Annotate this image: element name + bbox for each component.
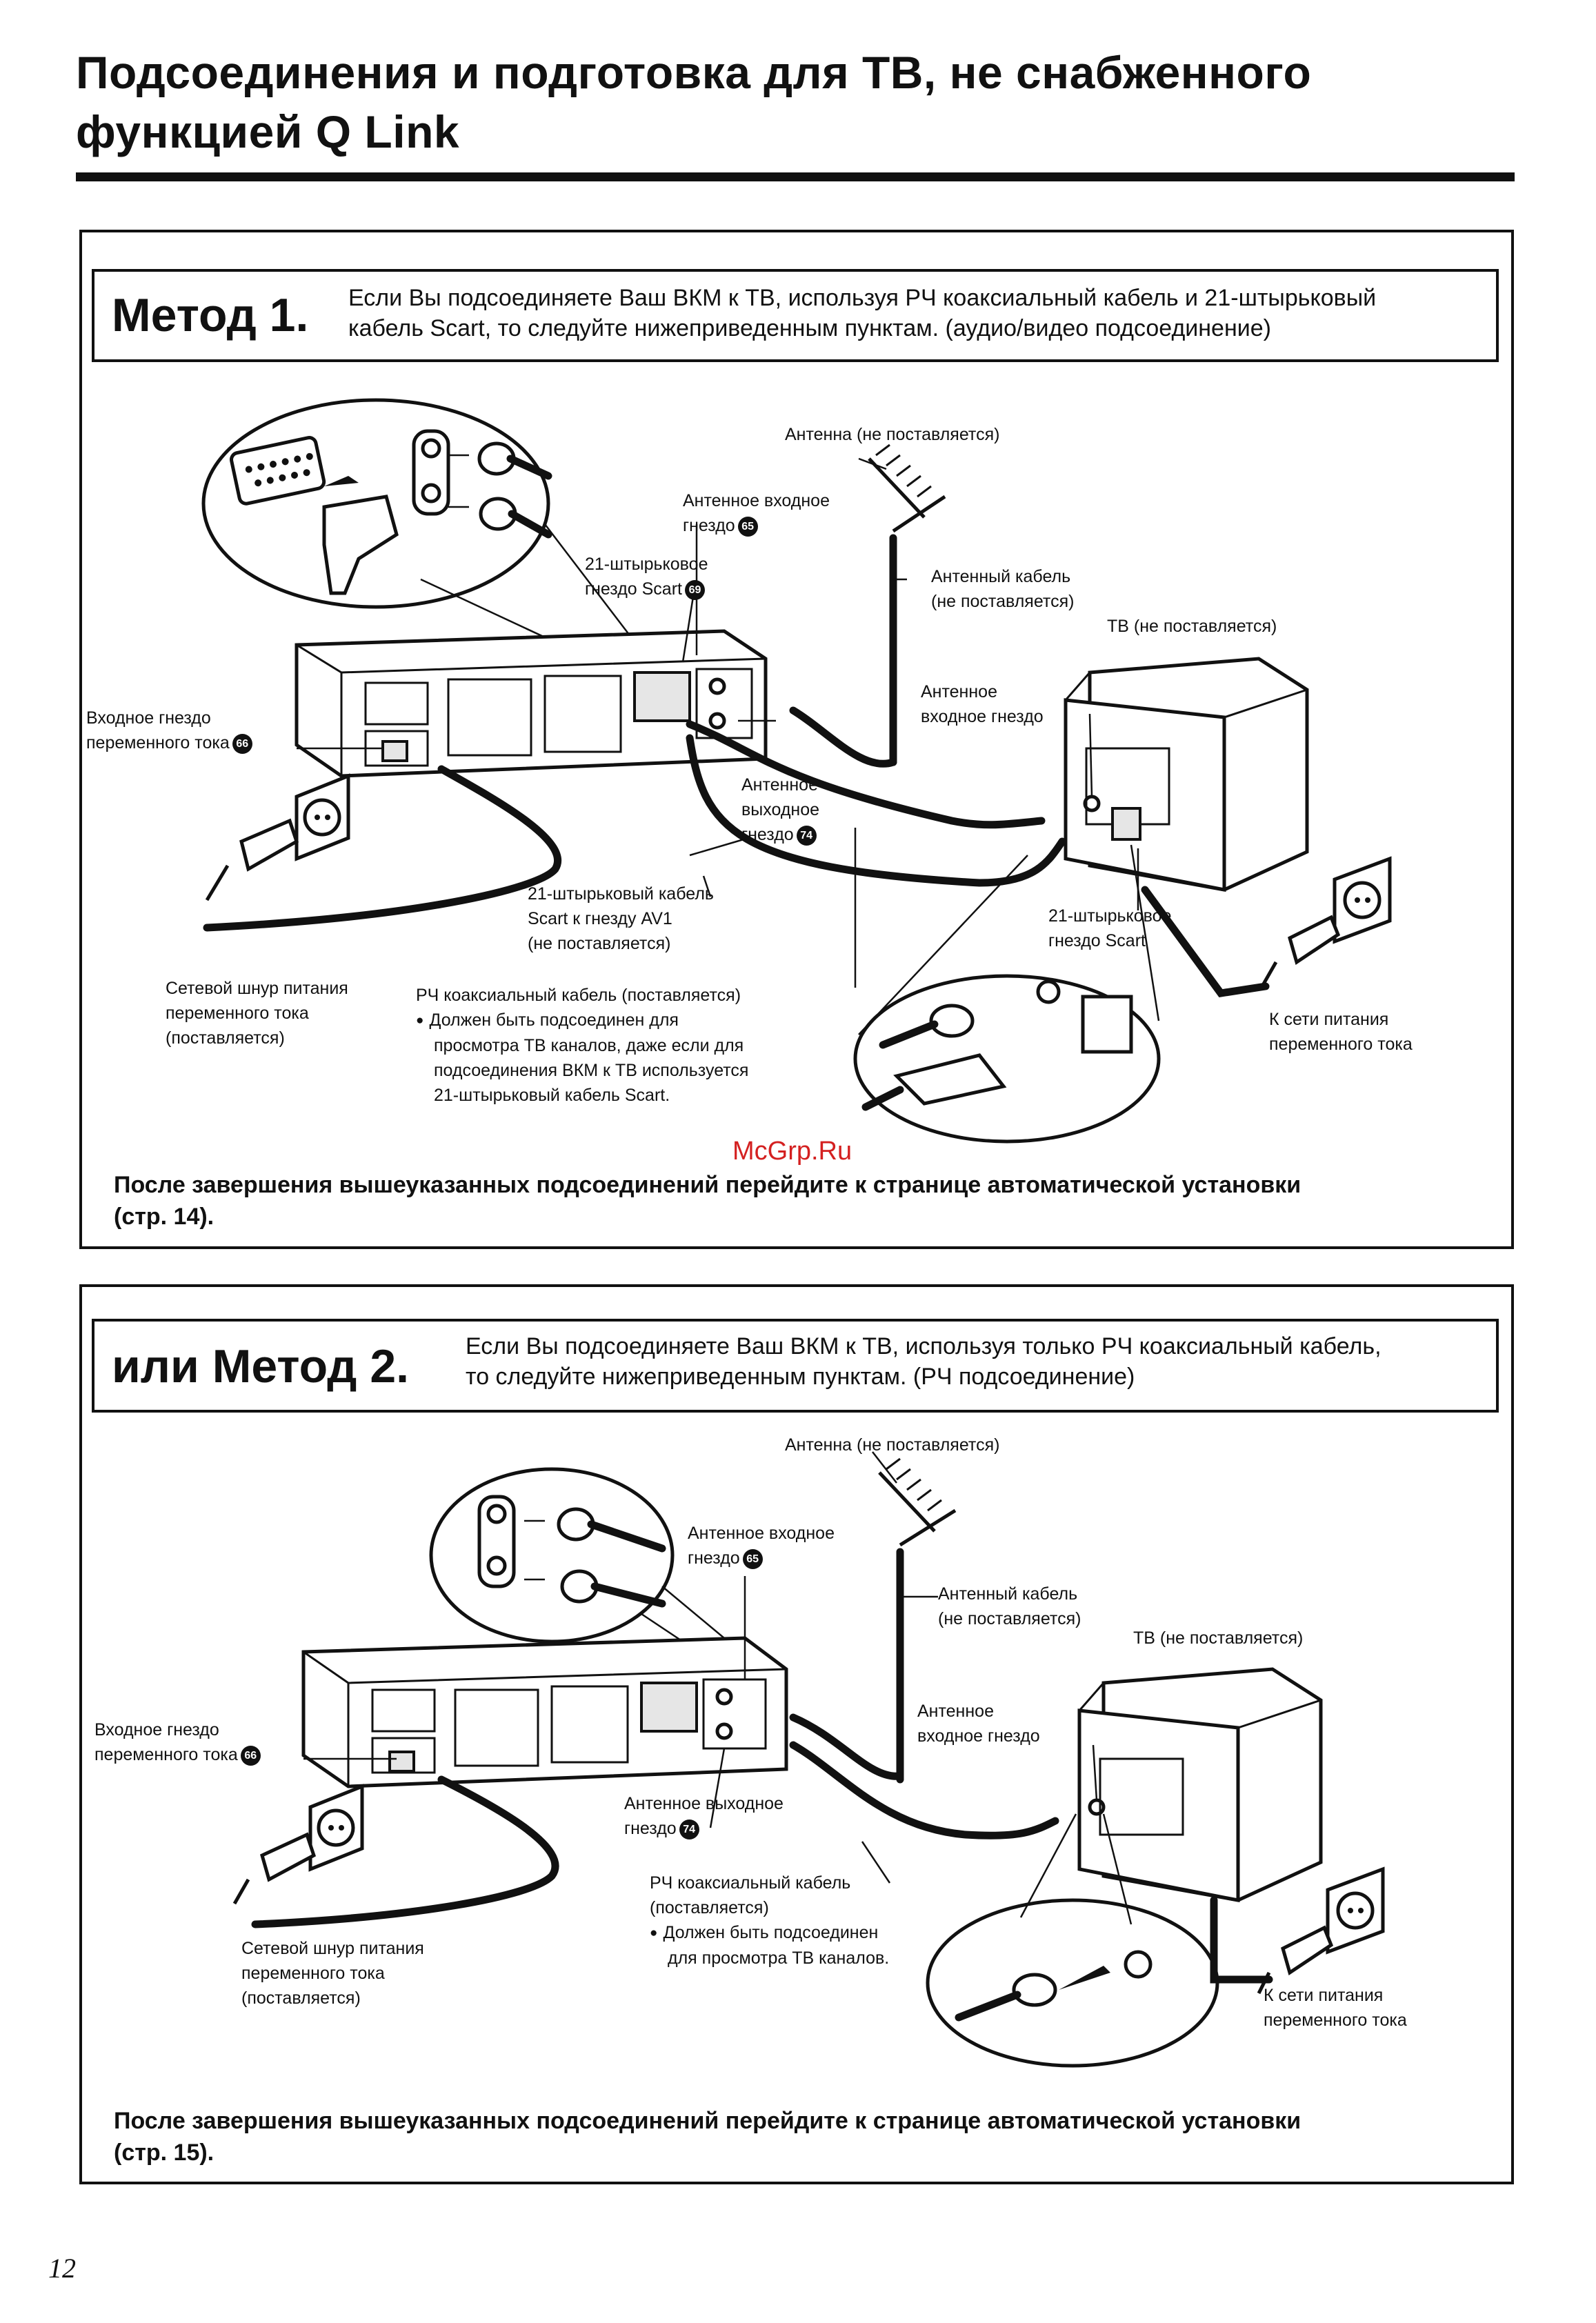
method2-antenna-icon [878,1457,957,1784]
m1-tv-antenna-input-label: Антенное входное гнездо [921,682,1044,726]
method1-vcr-inset [201,398,552,609]
page-number: 12 [48,2253,76,2284]
m2-rf-cable-label: РЧ коаксиальный кабель (поставляется) До… [650,1871,889,1971]
m2-antenna-cable-label: Антенный кабель (не поставляется) [938,1584,1081,1628]
method2-diagram [232,1451,1385,2068]
m1-tv-scart-label: 21-штырьковое гнездо Scart [1048,906,1172,950]
m1-rf-cable-label: РЧ коаксиальный кабель (поставляется) До… [416,983,748,1108]
method1-tv-icon [1064,657,1309,893]
callout-65: 65 [742,1548,763,1569]
method1-panel [79,230,1514,1249]
method2-vcr [301,1636,788,1788]
method2-header-box [92,1319,1499,1413]
method2-footer-note: После завершения вышеуказанных подсоедин… [114,2108,1301,2166]
method1-heading: Метод 1. [112,289,309,341]
watermark: McGrp.Ru [732,1137,852,1166]
m2-mains-label: К сети питания переменного тока [1264,1986,1407,2030]
method1-diagram [201,398,1392,1144]
m1-antenna-label: Антенна (не поставляется) [785,425,1000,444]
method2-heading: или Метод 2. [112,1340,410,1393]
page-title-line-1: Подсоединения и подготовка для ТВ, не сн… [76,47,1312,98]
method2-desc-line-2: то следуйте нижеприведенным пунктам. (РЧ… [466,1364,1135,1390]
m1-antenna-cable-label: Антенный кабель (не поставляется) [931,567,1075,611]
page-title-line-2: функцией Q Link [76,106,460,157]
method1-desc-line-1: Если Вы подсоединяете Ваш ВКМ к ТВ, испо… [348,285,1377,311]
method2-mains-socket-icon [1257,1866,1385,1995]
callout-69: 69 [684,579,705,600]
method1-antenna-icon [868,443,946,766]
method1-footer-note: После завершения вышеуказанных подсоедин… [114,1172,1301,1230]
m2-tv-antenna-input-label: Антенное входное гнездо [917,1702,1040,1746]
callout-66: 66 [232,733,252,754]
method2-desc-line-1: Если Вы подсоединяете Ваш ВКМ к ТВ, испо… [466,1333,1381,1359]
m1-scart-cable-label: 21-штырьковый кабель Scart к гнезду AV1 … [528,884,714,953]
m1-power-cord-label: Сетевой шнур питания переменного тока (п… [166,979,348,1048]
callout-66: 66 [240,1745,261,1766]
callout-74: 74 [796,825,817,846]
method2-wall-socket-icon [232,1784,364,1905]
method1-wall-socket-icon [205,773,350,901]
method2-description: Если Вы подсоединяете Ваш ВКМ к ТВ, испо… [466,1331,1381,1392]
callout-65: 65 [737,516,758,537]
m2-power-cord-label: Сетевой шнур питания переменного тока (п… [241,1939,424,2008]
method1-desc-line-2: кабель Scart, то следуйте нижеприведенны… [348,315,1271,341]
m2-antenna-label: Антенна (не поставляется) [785,1435,1000,1455]
title-underline [76,172,1515,181]
method2-panel [79,1284,1514,2184]
page-title: Подсоединения и подготовка для ТВ, не сн… [76,43,1524,161]
method2-tv-icon [1077,1667,1323,1903]
m2-tv-label: ТВ (не поставляется) [1133,1628,1304,1648]
m1-mains-label: К сети питания переменного тока [1269,1010,1413,1054]
method1-header-box [92,269,1499,362]
method1-mains-socket-icon [1260,856,1392,988]
method1-description: Если Вы подсоединяете Ваш ВКМ к ТВ, испо… [348,283,1376,343]
callout-74: 74 [679,1819,699,1840]
m1-tv-label: ТВ (не поставляется) [1107,617,1277,636]
